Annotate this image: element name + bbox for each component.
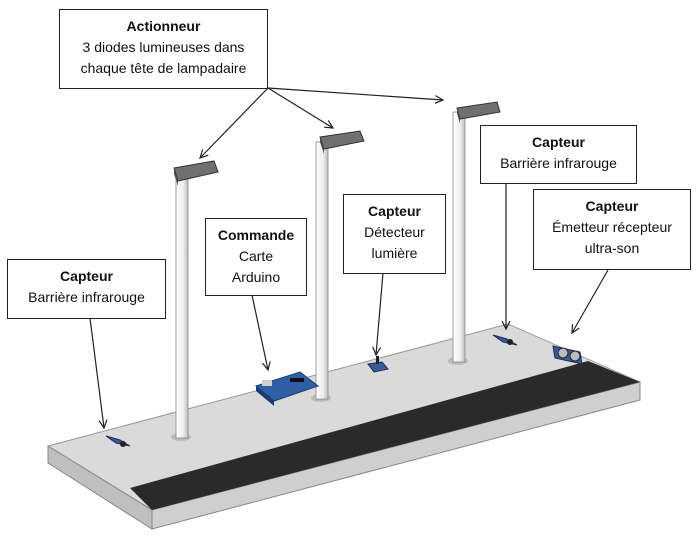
ir-sensor-left (105, 435, 131, 447)
callout-arrows (89, 87, 609, 428)
street-lamp-2 (311, 130, 365, 402)
callout-line: chaque tête de lampadaire (80, 60, 247, 76)
arrow-to-arduino (251, 294, 268, 370)
lamp-head (173, 160, 219, 182)
lamp-head (456, 101, 501, 120)
arrow-to-lamp-1 (200, 87, 269, 158)
lamp-head (319, 130, 365, 150)
callout-line: Barrière infrarouge (500, 155, 617, 171)
street-lamp-1 (171, 160, 219, 441)
callout-capteur-ir-left: Capteur Barrière infrarouge (7, 259, 166, 319)
arrow-to-ir-left (89, 317, 104, 428)
light-sensor (367, 356, 389, 373)
callout-title: Actionneur (126, 18, 201, 34)
arrow-to-light-sensor (376, 272, 384, 355)
callout-actionneur: Actionneur 3 diodes lumineuses dans chaq… (59, 9, 268, 89)
street-lamp-3 (448, 101, 501, 365)
callout-line: Émetteur récepteur (552, 219, 672, 235)
callout-commande: Commande Carte Arduino (205, 218, 307, 296)
callout-capteur-ultrason: Capteur Émetteur récepteur ultra-son (533, 189, 691, 270)
callout-line: Carte (238, 248, 274, 264)
ir-sensor-right (492, 334, 518, 346)
arduino-board (254, 371, 320, 406)
arrow-to-ultrasonic (572, 269, 609, 333)
callout-line: Arduino (231, 269, 281, 285)
arrow-to-lamp-3 (267, 87, 443, 100)
callout-title: Capteur (532, 134, 585, 150)
callout-line: 3 diodes lumineuses dans (82, 39, 245, 55)
callout-line: Barrière infrarouge (28, 289, 145, 305)
callout-capteur-lumiere: Capteur Détecteur lumière (343, 194, 446, 274)
callout-line: Détecteur (364, 224, 425, 240)
road-surface (130, 361, 640, 510)
arrow-to-lamp-2 (267, 87, 333, 128)
callout-capteur-ir-right: Capteur Barrière infrarouge (480, 125, 637, 184)
ultrasonic-sensor (552, 345, 583, 365)
callout-title: Commande (217, 227, 295, 243)
callout-line: lumière (371, 245, 418, 261)
callout-title: Capteur (585, 198, 639, 214)
callout-title: Capteur (60, 268, 113, 284)
base-board (46, 323, 642, 530)
callout-title: Capteur (368, 203, 421, 219)
callout-line: ultra-son (584, 240, 640, 256)
